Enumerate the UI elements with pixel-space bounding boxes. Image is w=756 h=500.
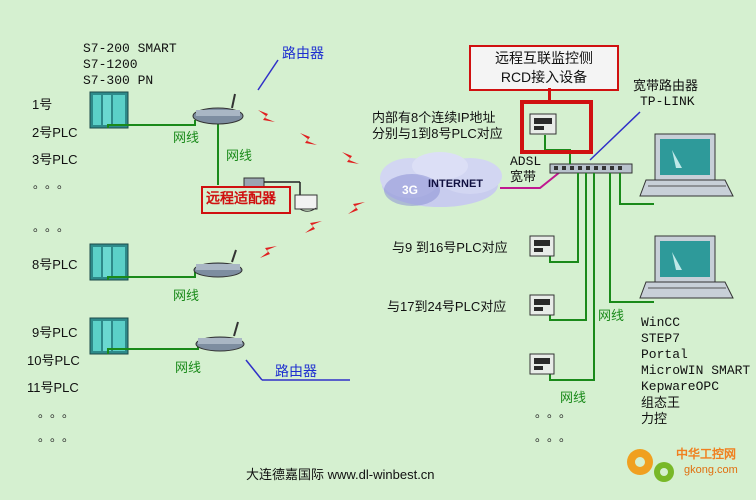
plc-label-1: 1号 — [32, 97, 53, 112]
rcd-highlight-box — [520, 100, 593, 154]
router-label-top: 路由器 — [282, 45, 324, 61]
laptop-bottom — [639, 235, 734, 299]
plc-label-2: 2号PLC — [32, 125, 78, 140]
rcd-device-2 — [529, 235, 555, 257]
remote-side-box: 远程互联监控侧 RCD接入设备 — [469, 45, 619, 91]
watermark-url: gkong.com — [684, 464, 738, 476]
ellipsis-5: 。。。 — [535, 406, 578, 420]
ellipsis-1: 。。。 — [33, 177, 76, 191]
cloud-3g: 3G — [402, 183, 419, 197]
router-callout-top — [257, 59, 279, 91]
cable-label-6: 网线 — [560, 390, 587, 405]
router-label-callout — [589, 111, 641, 161]
internal-ip-line1: 内部有8个连续IP地址 — [372, 110, 496, 125]
cable-label-3: 网线 — [173, 288, 200, 303]
internet-cloud — [380, 152, 502, 207]
ellipsis-4: 。。。 — [38, 430, 81, 444]
adsl-line — [500, 171, 561, 189]
router-bottom — [195, 321, 245, 352]
internal-ip-line2: 分别与1到8号PLC对应 — [372, 126, 503, 141]
rcd-device-3 — [529, 294, 555, 316]
ellipsis-3: 。。。 — [38, 406, 81, 420]
watermark-gear-icon — [627, 449, 674, 482]
plc-label-11: 11号PLC — [27, 380, 79, 395]
remote-adapter-device — [243, 177, 318, 212]
remote-adapter-box — [201, 186, 291, 214]
plc-rack-top — [89, 91, 129, 129]
plc-model-2: S7-1200 — [83, 57, 138, 72]
software-3: Portal — [641, 347, 688, 362]
software-7: 力控 — [641, 411, 668, 426]
laptop-top — [639, 133, 734, 197]
remote-side-line2: RCD接入设备 — [500, 69, 588, 85]
cable-label-4: 网线 — [175, 360, 202, 375]
wireless-signals — [258, 110, 365, 258]
broadband-router-line2: TP-LINK — [640, 94, 695, 109]
rcd-device-4 — [529, 353, 555, 375]
software-4: MicroWIN SMART — [641, 363, 751, 378]
map-17-24: 与17到24号PLC对应 — [387, 299, 507, 314]
plc-label-9: 9号PLC — [32, 325, 78, 340]
router-label-bottom: 路由器 — [275, 363, 317, 379]
cloud-internet: INTERNET — [428, 178, 483, 190]
remote-side-line1: 远程互联监控侧 — [495, 50, 593, 66]
footer-credit: 大连德嘉国际 www.dl-winbest.cn — [246, 467, 435, 482]
software-6: 组态王 — [641, 395, 681, 410]
remote-adapter-label: 远程适配器 — [206, 190, 276, 206]
plc-label-8: 8号PLC — [32, 257, 78, 272]
cable-label-2: 网线 — [226, 148, 253, 163]
adsl-line1: ADSL — [510, 154, 542, 169]
adsl-line2: 宽带 — [510, 169, 537, 184]
router-top — [192, 93, 244, 125]
remote-callout-stem — [548, 88, 551, 100]
ellipsis-2: 。。。 — [33, 220, 76, 234]
plc-model-3: S7-300 PN — [83, 73, 154, 88]
broadband-router-line1: 宽带路由器 — [633, 78, 699, 93]
broadband-switch — [549, 163, 633, 174]
map-9-16: 与9 到16号PLC对应 — [392, 240, 508, 255]
cable-label-5: 网线 — [598, 308, 625, 323]
plc-label-3: 3号PLC — [32, 152, 78, 167]
watermark-cn: 中华工控网 — [676, 447, 737, 461]
software-1: WinCC — [641, 315, 681, 330]
right-cables — [544, 135, 654, 381]
plc-label-10: 10号PLC — [27, 353, 80, 368]
plc-model-1: S7-200 SMART — [83, 41, 177, 56]
ellipsis-6: 。。。 — [535, 430, 578, 444]
plc-rack-middle — [89, 243, 129, 281]
cable-label-1: 网线 — [173, 130, 200, 145]
software-2: STEP7 — [641, 331, 681, 346]
software-5: KepwareOPC — [641, 379, 720, 394]
router-middle — [193, 249, 243, 278]
rcd-device-1 — [529, 113, 557, 135]
